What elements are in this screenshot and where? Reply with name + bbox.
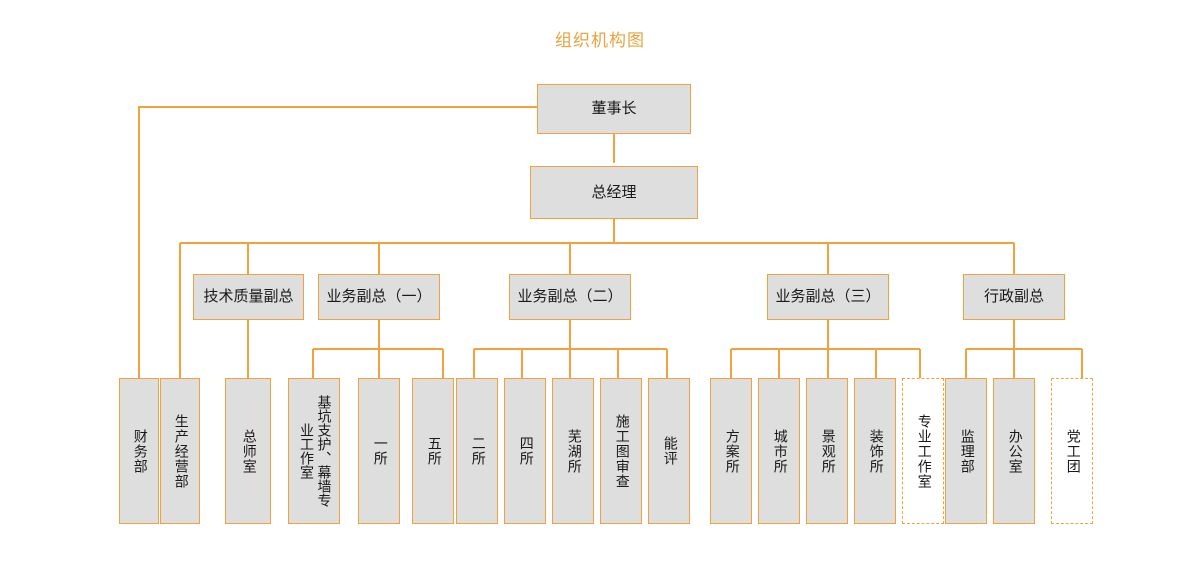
node-vp-business-2[interactable]: 业务副总（二） — [509, 274, 631, 320]
node-institute-4[interactable]: 四所 — [504, 378, 546, 524]
node-city-institute[interactable]: 城市所 — [758, 378, 800, 524]
node-label: 总经理 — [591, 182, 637, 201]
node-label: 二所 — [469, 436, 486, 466]
node-chief-engineer-office[interactable]: 总师室 — [225, 378, 271, 524]
node-production-mgmt-dept[interactable]: 生产经营部 — [160, 378, 200, 524]
node-label: 监理部 — [958, 428, 975, 474]
node-institute-2[interactable]: 二所 — [456, 378, 498, 524]
node-label: 基坑支护、幕墙专业工作室 — [298, 395, 332, 507]
node-landscape-institute[interactable]: 景观所 — [806, 378, 848, 524]
node-label: 办公室 — [1006, 428, 1023, 474]
node-label: 党工团 — [1064, 428, 1081, 474]
node-scheme-institute[interactable]: 方案所 — [710, 378, 752, 524]
node-label: 城市所 — [771, 428, 788, 474]
node-professional-studio[interactable]: 专业工作室 — [902, 378, 944, 524]
node-foundation-curtain-studio[interactable]: 基坑支护、幕墙专业工作室 — [288, 378, 340, 524]
node-label: 生产经营部 — [172, 413, 189, 489]
node-label: 五所 — [425, 436, 442, 466]
node-label: 业务副总（二） — [517, 287, 623, 306]
node-party-youth-league[interactable]: 党工团 — [1051, 378, 1093, 524]
node-label: 芜湖所 — [565, 428, 582, 474]
node-label: 一所 — [371, 436, 388, 466]
node-institute-1[interactable]: 一所 — [358, 378, 400, 524]
node-wuhu-institute[interactable]: 芜湖所 — [552, 378, 594, 524]
node-general-office[interactable]: 办公室 — [993, 378, 1035, 524]
node-vp-business-1[interactable]: 业务副总（一） — [318, 274, 440, 320]
node-label: 行政副总 — [983, 287, 1044, 306]
node-label: 专业工作室 — [915, 413, 932, 489]
node-vp-admin[interactable]: 行政副总 — [963, 274, 1065, 320]
node-institute-5[interactable]: 五所 — [412, 378, 454, 524]
node-label: 业务副总（三） — [775, 287, 881, 306]
node-label: 景观所 — [819, 428, 836, 474]
node-label: 总师室 — [240, 428, 257, 474]
node-label: 施工图审查 — [613, 413, 630, 489]
node-label: 四所 — [517, 436, 534, 466]
node-label: 业务副总（一） — [326, 287, 432, 306]
page-title: 组织机构图 — [555, 31, 645, 51]
node-label: 方案所 — [723, 428, 740, 474]
node-general-manager[interactable]: 总经理 — [530, 166, 698, 219]
node-decoration-institute[interactable]: 装饰所 — [854, 378, 896, 524]
node-label: 董事长 — [591, 99, 637, 118]
node-label: 能评 — [661, 436, 678, 466]
node-label: 财务部 — [131, 428, 148, 474]
node-label: 技术质量副总 — [203, 287, 294, 306]
node-finance-dept[interactable]: 财务部 — [119, 378, 159, 524]
node-label: 装饰所 — [867, 428, 884, 474]
node-construction-drawing-review[interactable]: 施工图审查 — [600, 378, 642, 524]
node-vp-business-3[interactable]: 业务副总（三） — [767, 274, 889, 320]
node-chairman[interactable]: 董事长 — [537, 84, 691, 134]
node-energy-assessment[interactable]: 能评 — [648, 378, 690, 524]
node-supervision-dept[interactable]: 监理部 — [945, 378, 987, 524]
node-vp-tech-quality[interactable]: 技术质量副总 — [193, 274, 304, 320]
